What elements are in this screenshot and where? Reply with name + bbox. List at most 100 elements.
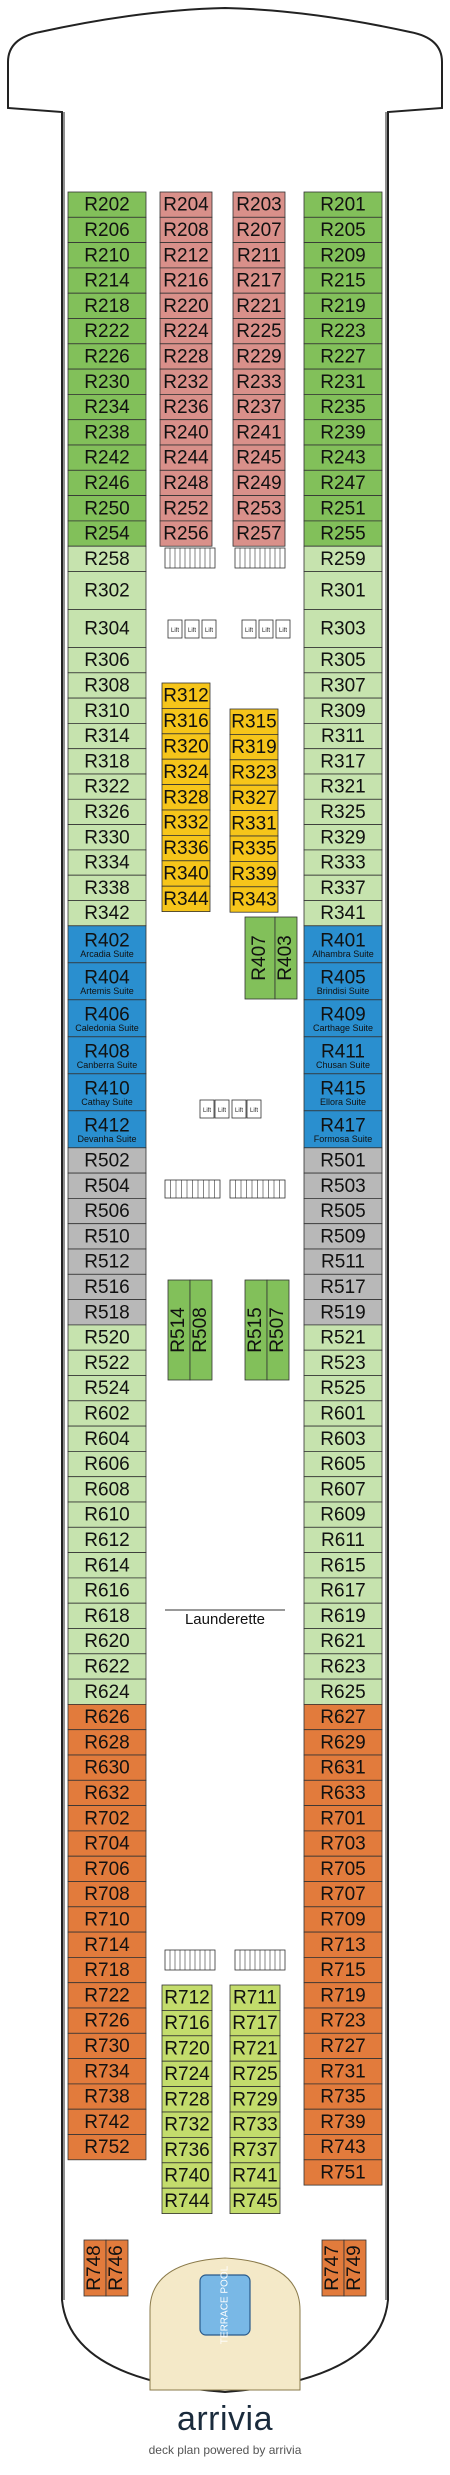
cabin-r628[interactable]: R628: [67, 1729, 147, 1756]
cabin-r601[interactable]: R601: [303, 1400, 383, 1427]
cabin-r707[interactable]: R707: [303, 1881, 383, 1908]
cabin-r241[interactable]: R241: [232, 419, 286, 446]
cabin-r626[interactable]: R626: [67, 1704, 147, 1731]
cabin-r520[interactable]: R520: [67, 1324, 147, 1351]
cabin-r704[interactable]: R704: [67, 1830, 147, 1857]
cabin-r216[interactable]: R216: [159, 267, 213, 294]
cabin-r212[interactable]: R212: [159, 242, 213, 269]
cabin-r745[interactable]: R745: [229, 2187, 281, 2214]
cabin-r209[interactable]: R209: [303, 242, 383, 269]
cabin-r253[interactable]: R253: [232, 495, 286, 522]
cabin-r325[interactable]: R325: [303, 798, 383, 825]
cabin-r507[interactable]: R507: [266, 1279, 290, 1381]
cabin-r215[interactable]: R215: [303, 267, 383, 294]
cabin-r729[interactable]: R729: [229, 2086, 281, 2113]
cabin-r338[interactable]: R338: [67, 874, 147, 901]
cabin-r504[interactable]: R504: [67, 1172, 147, 1199]
cabin-r303[interactable]: R303: [303, 609, 383, 648]
cabin-r227[interactable]: R227: [303, 343, 383, 370]
cabin-r708[interactable]: R708: [67, 1881, 147, 1908]
cabin-r748[interactable]: R748: [83, 2239, 107, 2297]
cabin-r302[interactable]: R302: [67, 571, 147, 610]
cabin-r214[interactable]: R214: [67, 267, 147, 294]
cabin-r733[interactable]: R733: [229, 2111, 281, 2138]
cabin-r732[interactable]: R732: [161, 2111, 213, 2138]
cabin-r334[interactable]: R334: [67, 849, 147, 876]
cabin-r743[interactable]: R743: [303, 2134, 383, 2161]
cabin-r235[interactable]: R235: [303, 393, 383, 421]
cabin-r742[interactable]: R742: [67, 2108, 147, 2135]
cabin-r720[interactable]: R720: [161, 2035, 213, 2062]
cabin-r230[interactable]: R230: [67, 368, 147, 395]
cabin-r340[interactable]: R340: [161, 860, 211, 887]
cabin-r517[interactable]: R517: [303, 1273, 383, 1301]
cabin-r222[interactable]: R222: [67, 318, 147, 345]
cabin-r728[interactable]: R728: [161, 2086, 213, 2113]
cabin-r247[interactable]: R247: [303, 469, 383, 496]
cabin-r332[interactable]: R332: [161, 809, 211, 836]
cabin-r521[interactable]: R521: [303, 1324, 383, 1351]
cabin-r333[interactable]: R333: [303, 849, 383, 876]
cabin-r716[interactable]: R716: [161, 2010, 213, 2037]
cabin-r301[interactable]: R301: [303, 571, 383, 610]
cabin-r723[interactable]: R723: [303, 2007, 383, 2034]
cabin-r622[interactable]: R622: [67, 1653, 147, 1680]
cabin-r624[interactable]: R624: [67, 1678, 147, 1705]
cabin-r304[interactable]: R304: [67, 609, 147, 648]
cabin-r705[interactable]: R705: [303, 1855, 383, 1882]
cabin-r702[interactable]: R702: [67, 1805, 147, 1832]
cabin-r310[interactable]: R310: [67, 697, 147, 724]
cabin-r725[interactable]: R725: [229, 2060, 281, 2087]
cabin-r717[interactable]: R717: [229, 2010, 281, 2037]
cabin-r240[interactable]: R240: [159, 419, 213, 446]
cabin-r314[interactable]: R314: [67, 723, 147, 750]
cabin-r244[interactable]: R244: [159, 444, 213, 471]
cabin-r744[interactable]: R744: [161, 2187, 213, 2214]
cabin-r718[interactable]: R718: [67, 1957, 147, 1984]
cabin-r242[interactable]: R242: [67, 444, 147, 471]
cabin-r252[interactable]: R252: [159, 495, 213, 522]
cabin-r258[interactable]: R258: [67, 545, 147, 572]
cabin-r724[interactable]: R724: [161, 2060, 213, 2087]
cabin-r747[interactable]: R747: [321, 2239, 345, 2297]
cabin-r502[interactable]: R502: [67, 1147, 147, 1174]
cabin-r326[interactable]: R326: [67, 798, 147, 825]
cabin-r251[interactable]: R251: [303, 495, 383, 522]
cabin-r749[interactable]: R749: [343, 2239, 367, 2297]
cabin-r248[interactable]: R248: [159, 469, 213, 496]
cabin-r606[interactable]: R606: [67, 1451, 147, 1478]
cabin-r256[interactable]: R256: [159, 520, 213, 547]
cabin-r607[interactable]: R607: [303, 1476, 383, 1503]
cabin-r311[interactable]: R311: [303, 723, 383, 750]
cabin-r246[interactable]: R246: [67, 469, 147, 496]
cabin-r731[interactable]: R731: [303, 2058, 383, 2085]
cabin-r605[interactable]: R605: [303, 1451, 383, 1478]
cabin-r217[interactable]: R217: [232, 267, 286, 294]
cabin-r245[interactable]: R245: [232, 444, 286, 471]
cabin-r238[interactable]: R238: [67, 419, 147, 446]
cabin-r312[interactable]: R312: [161, 682, 211, 709]
cabin-r205[interactable]: R205: [303, 216, 383, 244]
cabin-r614[interactable]: R614: [67, 1552, 147, 1579]
cabin-r713[interactable]: R713: [303, 1931, 383, 1958]
cabin-r336[interactable]: R336: [161, 835, 211, 862]
cabin-r736[interactable]: R736: [161, 2136, 213, 2164]
cabin-r632[interactable]: R632: [67, 1779, 147, 1807]
cabin-r323[interactable]: R323: [229, 759, 279, 786]
cabin-r335[interactable]: R335: [229, 835, 279, 862]
cabin-r203[interactable]: R203: [232, 191, 286, 218]
cabin-r726[interactable]: R726: [67, 2007, 147, 2034]
cabin-r403[interactable]: R403: [274, 916, 298, 1000]
cabin-r512[interactable]: R512: [67, 1248, 147, 1275]
cabin-r721[interactable]: R721: [229, 2035, 281, 2062]
cabin-r228[interactable]: R228: [159, 343, 213, 370]
cabin-r509[interactable]: R509: [303, 1223, 383, 1250]
cabin-r231[interactable]: R231: [303, 368, 383, 395]
cabin-r611[interactable]: R611: [303, 1526, 383, 1554]
cabin-r515[interactable]: R515: [244, 1279, 268, 1381]
